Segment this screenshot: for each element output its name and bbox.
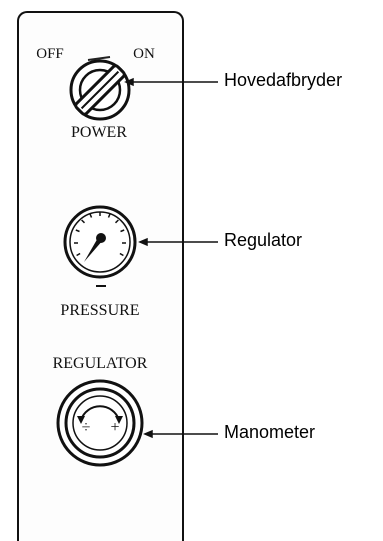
callout-manometer: Manometer [224, 422, 316, 442]
gauge-hub [96, 233, 106, 243]
arrow-left-icon [77, 416, 85, 424]
knob-rotation-arc [80, 405, 120, 421]
switch-lever [74, 64, 126, 116]
callout-regulator: Regulator [224, 230, 303, 250]
gauge-ticks [74, 212, 126, 257]
switch-on-label: ON [133, 46, 155, 62]
pressure-gauge [63, 205, 137, 287]
callout-leaders [124, 77, 218, 439]
arrowhead-main-switch [124, 77, 134, 87]
knob-minus-label: ÷ [81, 419, 91, 436]
knob-face [72, 395, 128, 451]
gauge-needle [84, 236, 103, 262]
switch-indicator-mark [87, 56, 111, 61]
power-switch[interactable] [69, 56, 131, 121]
arrowhead-regulator [138, 237, 148, 247]
switch-off-label: OFF [36, 46, 64, 62]
arrowhead-manometer [143, 429, 153, 439]
knob-plus-label: + [110, 419, 120, 436]
arrow-right-icon [115, 416, 123, 424]
regulator-knob[interactable] [56, 379, 144, 467]
panel-artwork [56, 56, 218, 467]
pressure-label: PRESSURE [60, 302, 140, 319]
regulator-panel-label: REGULATOR [52, 355, 148, 372]
callout-main-switch: Hovedafbryder [224, 70, 343, 90]
power-label: POWER [71, 124, 127, 141]
